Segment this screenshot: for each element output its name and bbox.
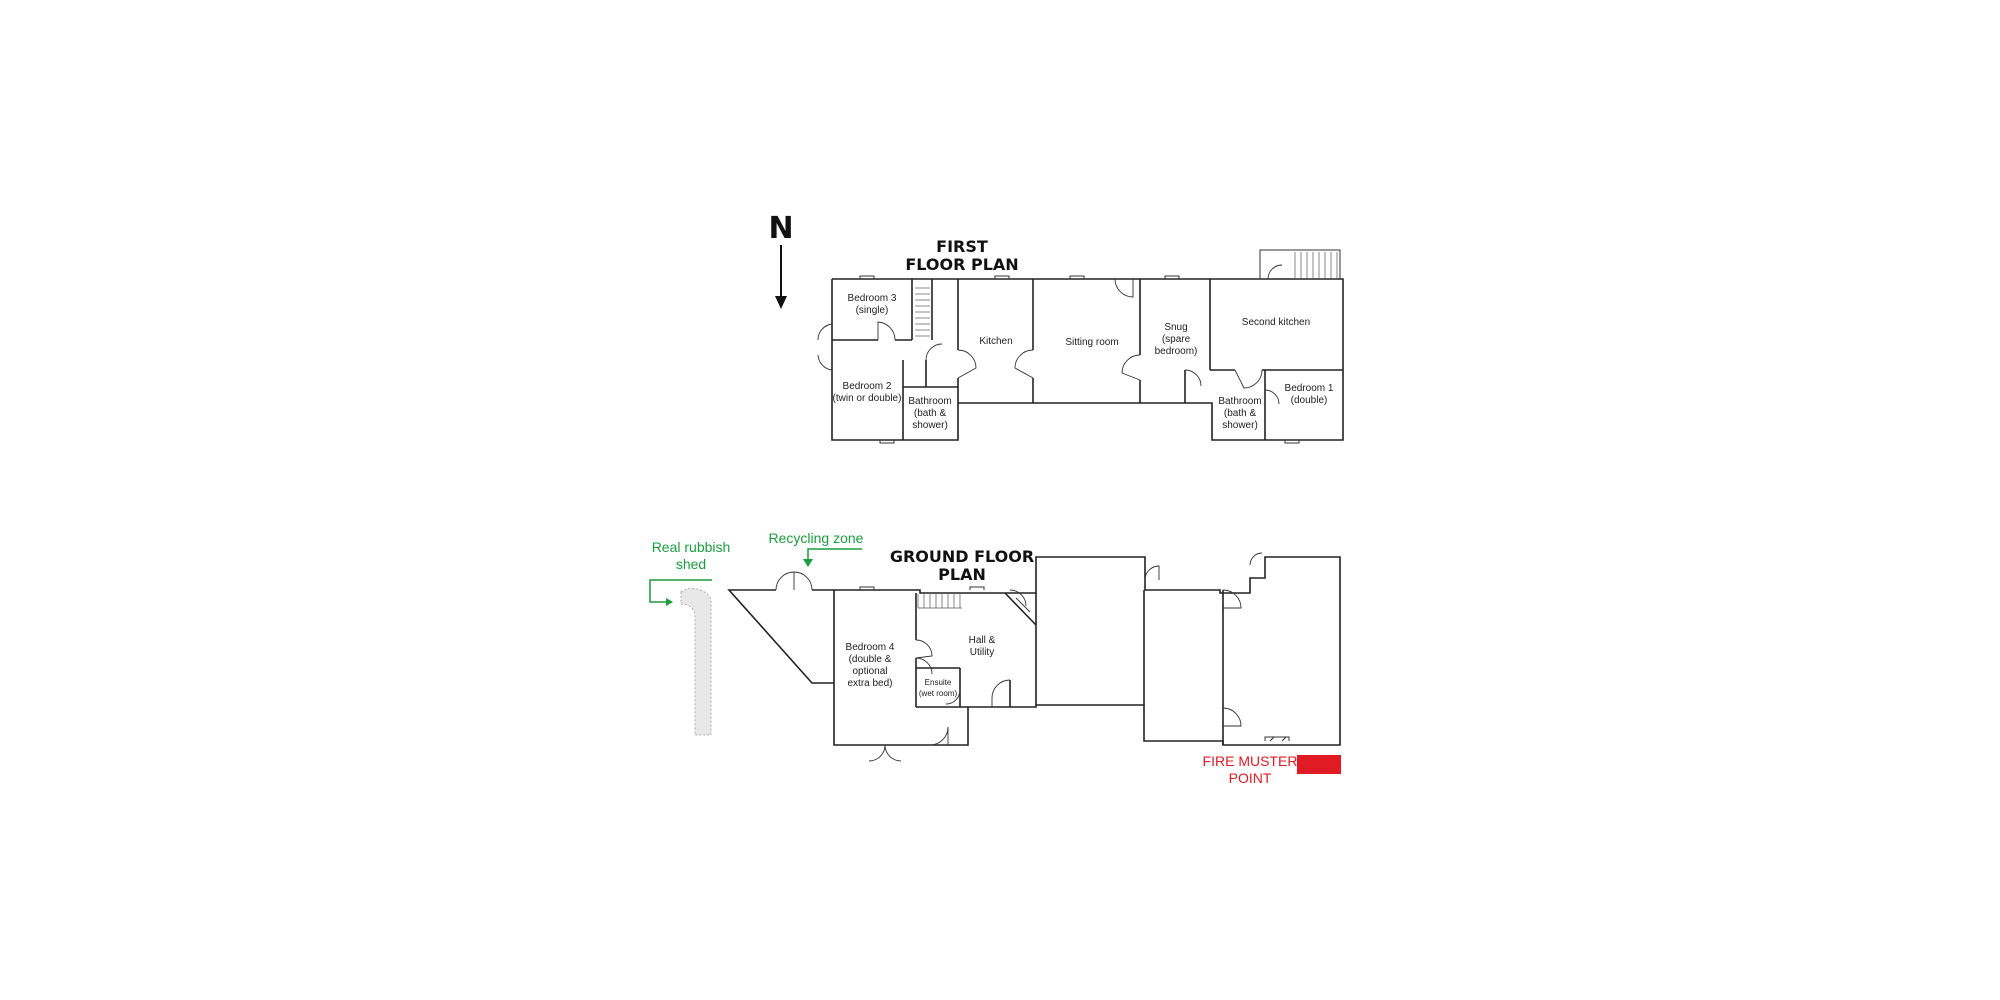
first-floor-title-line1: FIRST [936,237,988,256]
north-arrow: N [768,211,794,309]
first-floor-stairs-top [1294,252,1338,278]
bedroom2-label-2: (twin or double) [833,393,902,404]
ground-floor-plan: Bedroom 4 (double & optional extra bed) … [727,552,1341,762]
ensuite-label-1: Ensuite [925,678,952,687]
bathroom-a-label-1: Bathroom [908,396,951,407]
bathroom-a-label-3: shower) [912,420,948,431]
rubbish-shed-label-2: shed [676,556,706,572]
ensuite-label-2: (wet room) [919,689,958,698]
ground-floor-stairs [917,594,962,609]
second-kitchen-label: Second kitchen [1242,317,1310,328]
bedroom4-label-4: extra bed) [847,678,892,689]
bedroom3-label-2: (single) [856,305,889,316]
first-floor-title-line2: FLOOR PLAN [905,255,1018,274]
ground-floor-title-line2: PLAN [938,565,986,584]
fire-muster-point: FIRE MUSTER POINT [1203,753,1341,786]
bedroom2-label-1: Bedroom 2 [843,381,892,392]
bathroom-b-label-1: Bathroom [1218,396,1261,407]
north-label: N [768,211,793,246]
snug-label-1: Snug [1164,322,1187,333]
sitting-room-label: Sitting room [1065,337,1118,348]
bathroom-b-label-3: shower) [1222,420,1258,431]
rubbish-shed-label-1: Real rubbish [652,539,731,555]
bedroom1-label-2: (double) [1291,395,1328,406]
rubbish-shed-arrow [649,579,712,603]
fire-muster-label-2: POINT [1229,770,1272,786]
snug-label-2: (spare [1162,334,1191,345]
bedroom3-label-1: Bedroom 3 [848,293,897,304]
rubbish-shed-shape [680,588,712,736]
first-floor-plan: Bedroom 3 (single) Bedroom 2 (twin or do… [817,249,1344,444]
recycling-zone-label: Recycling zone [769,530,864,546]
hall-utility-label-1: Hall & [969,635,996,646]
bedroom4-label-2: (double & [849,654,892,665]
kitchen-label: Kitchen [979,336,1012,347]
recycling-zone: Recycling zone [769,530,864,567]
bedroom4-label-3: optional [852,666,887,677]
bedroom4-label-1: Bedroom 4 [846,642,895,653]
snug-label-3: bedroom) [1155,346,1198,357]
first-floor-stairs-left [915,287,930,337]
bedroom1-label-1: Bedroom 1 [1285,383,1334,394]
bathroom-b-label-2: (bath & [1224,408,1257,419]
fire-muster-marker [1297,755,1341,774]
ground-floor-title-line1: GROUND FLOOR [890,547,1034,566]
fire-muster-label-1: FIRE MUSTER [1203,753,1298,769]
bathroom-a-label-2: (bath & [914,408,947,419]
rubbish-shed: Real rubbish shed [649,539,731,736]
hall-utility-label-2: Utility [970,647,994,658]
